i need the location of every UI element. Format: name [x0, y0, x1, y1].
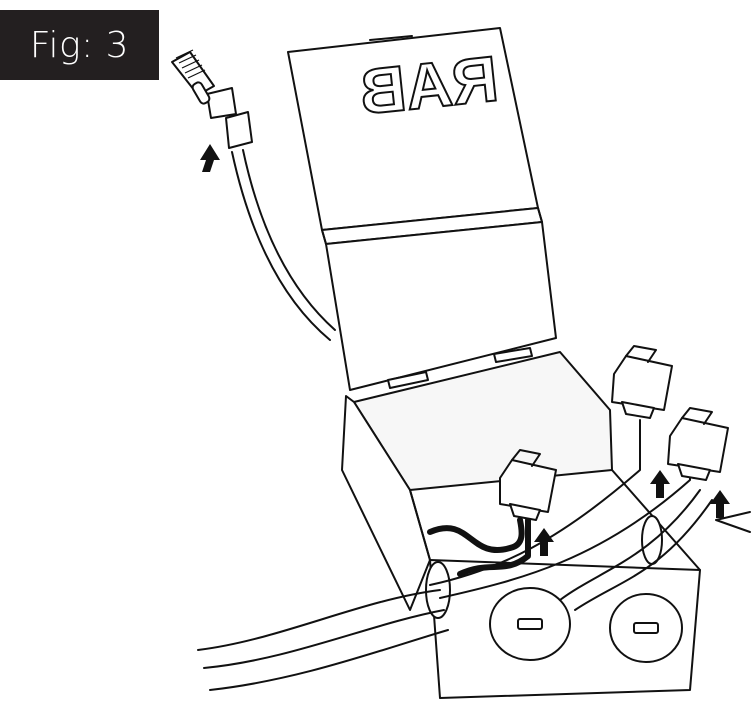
wire-connector-upper-right [611, 345, 673, 419]
connector-cable [171, 49, 336, 341]
arrow-up-icon [650, 470, 670, 498]
wire-connector-right [667, 407, 729, 481]
direction-arrows [200, 144, 730, 556]
internal-wiring [197, 419, 751, 691]
wire-connector-center [499, 449, 557, 521]
arrow-up-icon [534, 528, 554, 556]
junction-box [341, 351, 701, 699]
lid-lower-panel [321, 207, 557, 391]
rab-logo: RAB [356, 42, 501, 128]
arrow-up-icon [710, 490, 730, 518]
arrow-up-icon [200, 144, 220, 172]
figure-label: Fig: 3 [0, 10, 159, 80]
box-lid: RAB [287, 27, 543, 245]
